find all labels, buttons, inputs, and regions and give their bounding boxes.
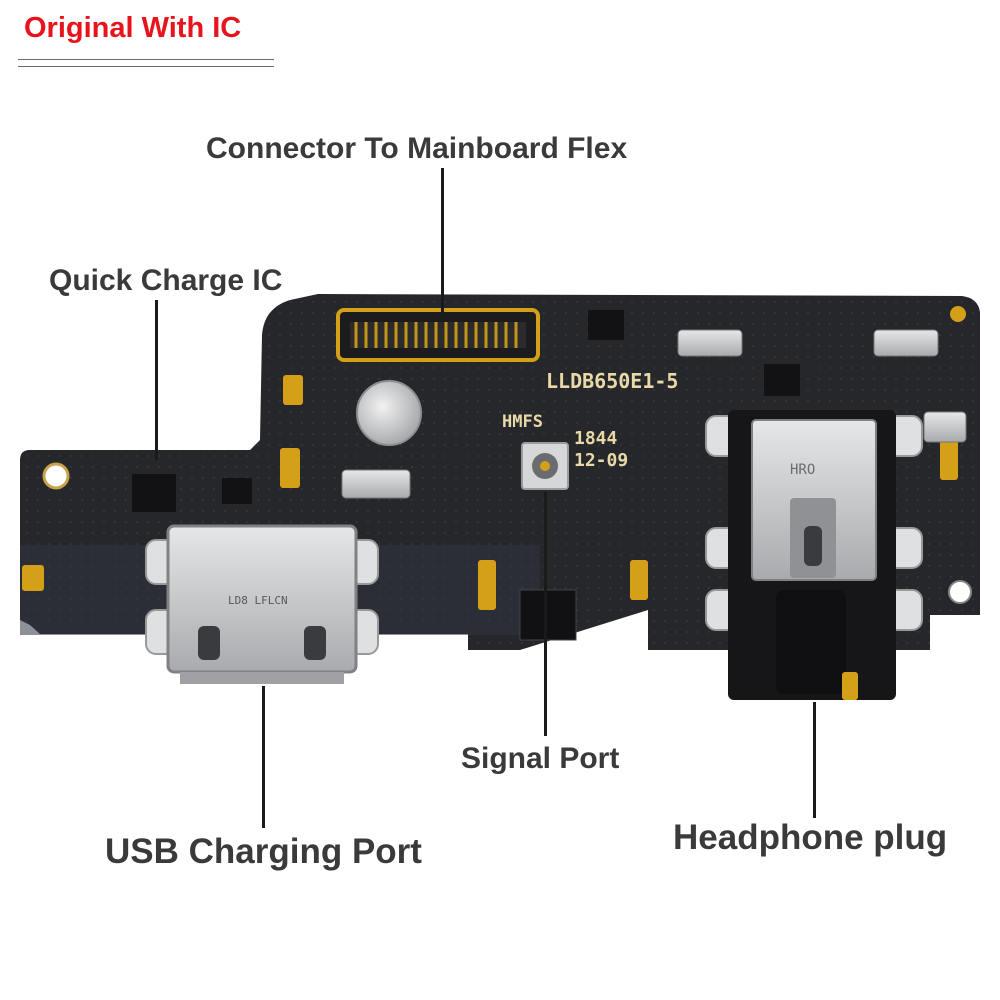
metal-clips — [341, 329, 967, 499]
small-ic-b — [588, 310, 624, 340]
mount-hole-left — [42, 462, 70, 490]
silk-vendor: HMFS — [502, 412, 543, 432]
label-connector: Connector To Mainboard Flex — [206, 132, 628, 165]
silk-model: LLDB650E1-5 — [546, 369, 678, 393]
silkscreen: LLDB650E1-5 HMFS 1844 12-09 — [502, 369, 678, 471]
small-ic-a — [222, 478, 252, 504]
gold-pad-top-right — [950, 306, 966, 322]
header-rule-top — [18, 59, 274, 60]
flex-connector — [336, 308, 540, 362]
silk-date: 12-09 — [574, 450, 628, 471]
silk-code: 1844 — [574, 428, 618, 449]
header-rule-bottom — [18, 66, 274, 67]
label-quick-charge: Quick Charge IC — [49, 264, 283, 297]
leader-usb — [262, 686, 265, 828]
gold-contacts — [22, 375, 958, 610]
quick-charge-ic — [132, 474, 176, 512]
leader-signal — [544, 492, 547, 736]
header-title: Original With IC — [24, 12, 242, 44]
leader-connector — [441, 168, 444, 314]
usb-port: LD8 LFLCN — [145, 524, 379, 684]
signal-port — [521, 442, 569, 490]
headphone-jack: HRO — [705, 410, 923, 700]
small-ic-c — [519, 589, 577, 641]
label-signal: Signal Port — [461, 742, 620, 775]
usb-marking: LD8 LFLCN — [228, 594, 288, 607]
small-ic-d — [764, 364, 800, 396]
leader-quick-charge — [155, 300, 158, 460]
leader-headphone — [813, 702, 816, 818]
label-headphone: Headphone plug — [673, 818, 948, 857]
mount-hole-right — [948, 580, 972, 604]
label-usb: USB Charging Port — [105, 832, 422, 871]
vibration-motor — [356, 380, 422, 446]
jack-marking: HRO — [790, 462, 815, 478]
